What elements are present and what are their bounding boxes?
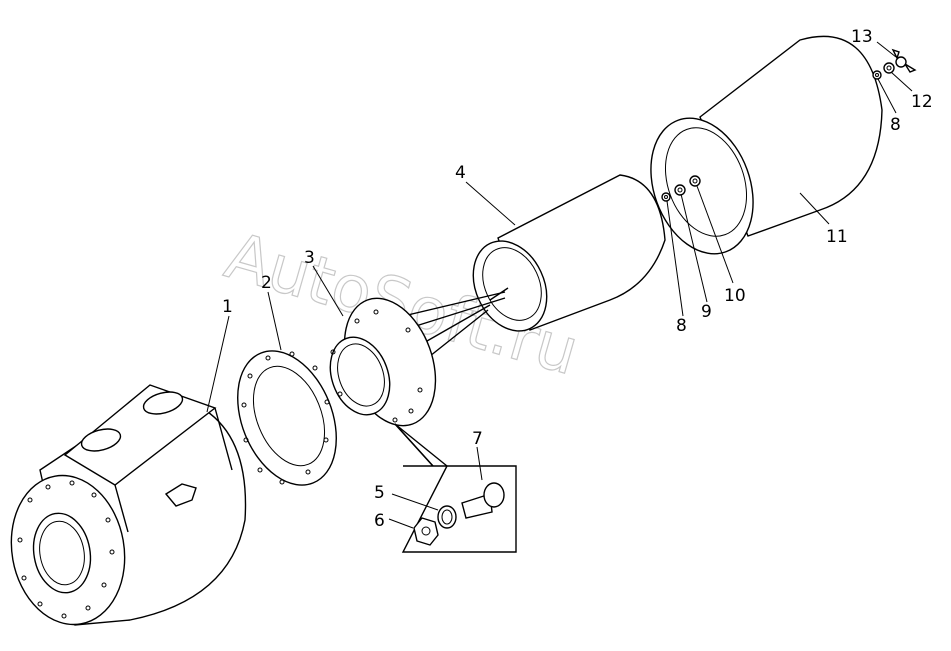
part-8-washer-upper: [872, 70, 882, 80]
part-2-gasket: [237, 350, 337, 486]
part-1-housing: [10, 384, 247, 626]
leader-lines: [206, 41, 913, 529]
callout-5: 5: [374, 483, 385, 503]
callout-8-lower: 8: [676, 316, 687, 336]
part-11-cover: [650, 35, 883, 255]
part-7-bolt: [461, 482, 505, 519]
callout-13: 13: [851, 27, 873, 47]
callout-9: 9: [701, 302, 712, 322]
callout-3: 3: [304, 248, 315, 268]
part-5-spring-washer: [437, 505, 457, 529]
callout-8-upper: 8: [890, 115, 901, 135]
callout-10: 10: [724, 286, 746, 306]
callout-4: 4: [455, 163, 466, 183]
part-8-washer-lower: [661, 192, 671, 202]
callout-6: 6: [374, 511, 385, 531]
callout-12: 12: [911, 92, 933, 112]
part-13-wing-nut: [891, 48, 917, 73]
callout-7: 7: [472, 429, 483, 449]
part-12-washer: [883, 62, 895, 74]
part-4-filter-element: [472, 174, 666, 332]
part-3-flange: [329, 287, 509, 427]
callout-2: 2: [261, 273, 272, 293]
part-6-nut: [413, 517, 439, 546]
part-10-nut: [689, 175, 701, 187]
part-9-washer: [674, 184, 686, 196]
callout-1: 1: [222, 297, 233, 317]
callout-11: 11: [826, 227, 848, 247]
